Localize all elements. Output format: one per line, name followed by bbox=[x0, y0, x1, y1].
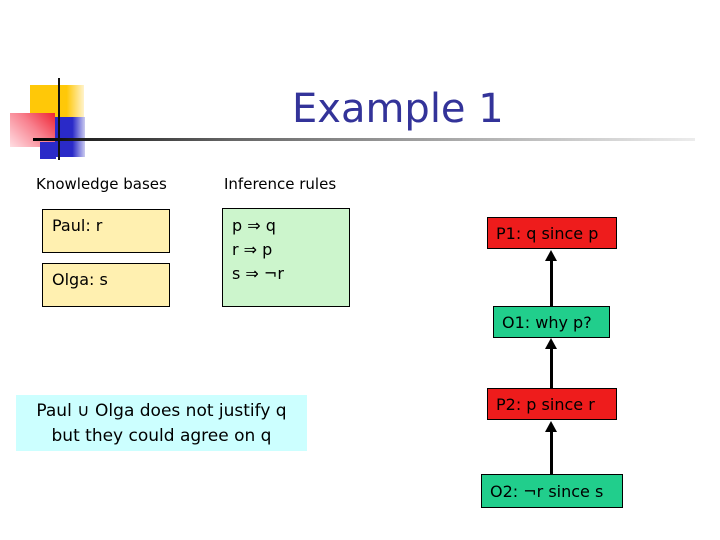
arrow-head bbox=[545, 250, 557, 261]
inference-rules-label: Inference rules bbox=[224, 175, 337, 193]
dialogue-box-p2: P2: p since r bbox=[487, 388, 617, 420]
title-underline-rule bbox=[33, 138, 695, 141]
rule-line: r ⇒ p bbox=[232, 240, 273, 259]
dialogue-box-o2: O2: ¬r since s bbox=[481, 474, 623, 508]
arrow-p2-to-o1 bbox=[545, 338, 557, 388]
decoration-red-square bbox=[10, 113, 55, 147]
inference-rules-box: p ⇒ q r ⇒ p s ⇒ ¬r bbox=[222, 208, 350, 307]
rule-line: p ⇒ q bbox=[232, 216, 276, 235]
decoration-blue-square-small bbox=[40, 142, 56, 159]
knowledge-box-paul-text: Paul: r bbox=[52, 216, 103, 235]
rule-line: s ⇒ ¬r bbox=[232, 264, 284, 283]
knowledge-box-olga: Olga: s bbox=[42, 263, 170, 307]
slide-title: Example 1 bbox=[292, 86, 504, 132]
arrow-head bbox=[545, 421, 557, 432]
decoration-vertical-line bbox=[58, 78, 60, 160]
arrow-shaft bbox=[549, 259, 553, 306]
dialogue-box-o1: O1: why p? bbox=[493, 306, 610, 338]
knowledge-box-paul: Paul: r bbox=[42, 209, 170, 253]
dialogue-box-o1-text: O1: why p? bbox=[502, 312, 592, 332]
dialogue-box-o2-text: O2: ¬r since s bbox=[490, 481, 604, 501]
note-box: Paul ∪ Olga does not justify q but they … bbox=[16, 395, 307, 451]
knowledge-bases-label: Knowledge bases bbox=[36, 175, 167, 193]
arrow-shaft bbox=[549, 347, 553, 388]
dialogue-box-p2-text: P2: p since r bbox=[496, 394, 595, 414]
arrow-shaft bbox=[549, 430, 553, 474]
note-line-2: but they could agree on q bbox=[51, 426, 272, 446]
arrow-o2-to-p2 bbox=[545, 421, 557, 474]
decoration-blue-square bbox=[55, 117, 85, 157]
decoration-yellow-square bbox=[30, 85, 84, 117]
arrow-head bbox=[545, 338, 557, 349]
dialogue-box-p1-text: P1: q since p bbox=[496, 223, 599, 243]
dialogue-box-p1: P1: q since p bbox=[487, 217, 617, 249]
note-line-1: Paul ∪ Olga does not justify q bbox=[36, 401, 287, 421]
knowledge-box-olga-text: Olga: s bbox=[52, 270, 108, 289]
arrow-o1-to-p1 bbox=[545, 250, 557, 306]
